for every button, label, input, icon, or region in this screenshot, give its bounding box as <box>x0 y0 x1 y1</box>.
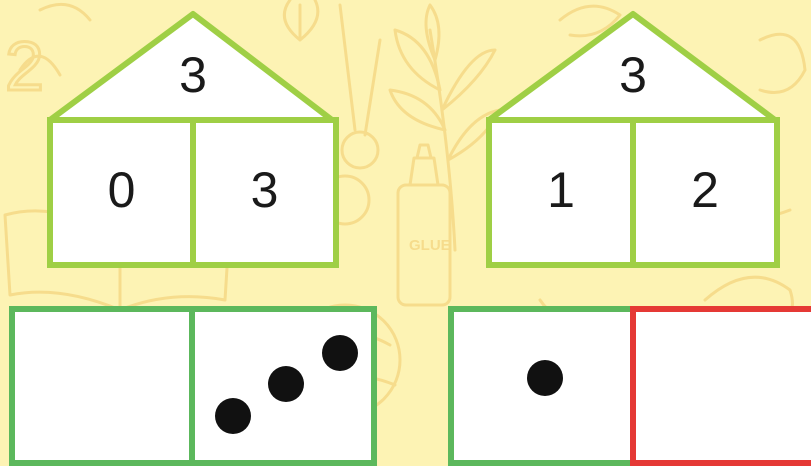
domino-dot <box>322 335 358 371</box>
house-2-left-number[interactable]: 1 <box>489 165 633 215</box>
domino-2-right-half[interactable] <box>630 306 811 466</box>
glue-label-doodle: GLUE <box>409 237 451 254</box>
house-2-right-number[interactable]: 2 <box>633 165 777 215</box>
domino-dot <box>527 360 563 396</box>
number-house-1: 3 0 3 <box>46 12 340 268</box>
house-2-roof-number: 3 <box>583 50 683 100</box>
house-1-roof-number: 3 <box>143 50 243 100</box>
house-1-left-number[interactable]: 0 <box>50 165 193 215</box>
domino-dot <box>215 398 251 434</box>
number-house-2: 3 1 2 <box>485 12 781 268</box>
domino-dot <box>268 366 304 402</box>
house-1-right-number[interactable]: 3 <box>193 165 336 215</box>
digit-doodle: 2 <box>5 27 44 105</box>
domino-1-left-half[interactable] <box>9 306 195 466</box>
domino-2-left-half[interactable] <box>448 306 636 466</box>
domino-1-right-half[interactable] <box>189 306 377 466</box>
